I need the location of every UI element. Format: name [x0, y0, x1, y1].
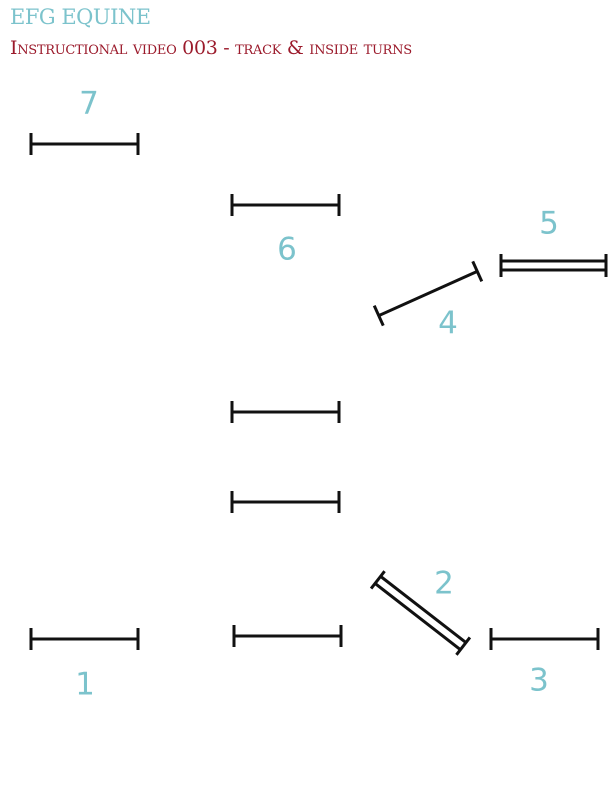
fence-1-number: 1 — [75, 666, 95, 703]
fence-1 — [29, 628, 140, 650]
fence-5 — [499, 254, 608, 277]
fence-3-number: 3 — [529, 662, 549, 699]
fence-5-number: 5 — [539, 205, 559, 242]
fence-6 — [230, 194, 341, 216]
fence-6-number: 6 — [277, 231, 297, 268]
diagram-subtitle: Instructional video 003 - track & inside… — [10, 37, 412, 59]
fence-3 — [489, 628, 600, 650]
fence-4 — [372, 260, 484, 327]
brand-title: EFG EQUINE — [10, 5, 151, 29]
fence-unnumbered-b — [230, 491, 341, 513]
fence-unnumbered-c — [232, 625, 343, 647]
fence-7-number: 7 — [79, 85, 99, 122]
fence-2 — [369, 570, 472, 656]
fence-2-number: 2 — [434, 565, 454, 602]
fence-unnumbered-a — [230, 401, 341, 423]
fence-4-number: 4 — [438, 305, 458, 342]
fence-7 — [29, 133, 140, 155]
